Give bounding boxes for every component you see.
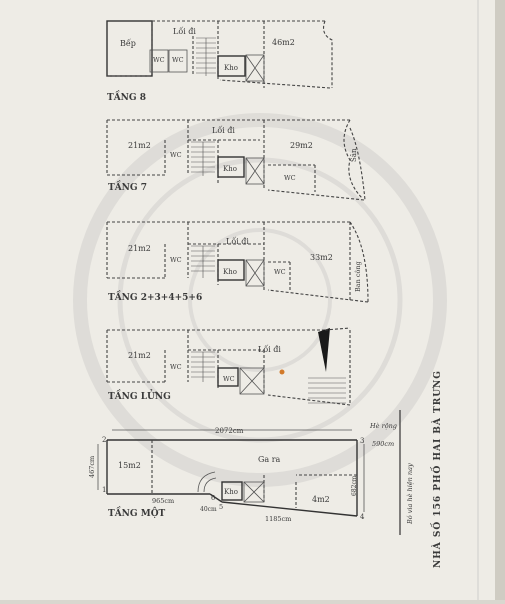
f2-wc1-label: WC <box>170 256 182 264</box>
f1-dim-bottom-left: 965cm <box>152 497 174 505</box>
f2-corridor-label: Lối đi <box>226 237 249 246</box>
f2-wc2-label: WC <box>274 268 286 276</box>
side-annotations: Bó via hè hiện nay NHÀ SỐ 156 PHỐ HAI BÀ… <box>399 370 443 568</box>
floor-2-6-plan: 21m2 Lối đi WC WC Kho 33m2 Ban công TẦNG… <box>106 221 369 303</box>
paper-sheet <box>0 0 495 600</box>
f1-area2-label: 4m2 <box>312 495 330 504</box>
mezzanine-plan: 21m2 Lối đi WC WC TẦNG LỬNG <box>106 327 351 406</box>
f8-title: TẦNG 8 <box>107 90 146 103</box>
f7-area2-label: 29m2 <box>290 141 313 150</box>
f1-garage-label: Ga ra <box>258 455 281 464</box>
f8-corridor-label: Lối đi <box>173 27 196 36</box>
f7-title: TẦNG 7 <box>108 180 147 193</box>
f1-point-2: 2 <box>102 436 106 444</box>
f1-width-label: Hè rộng <box>369 422 397 430</box>
fl-title: TẦNG LỬNG <box>108 389 171 402</box>
fl-wc2-label: WC <box>223 375 235 383</box>
f1-width-value: 590cm <box>372 440 394 448</box>
f8-wc1-label: WC <box>153 56 165 64</box>
f1-point-6: 6 <box>211 494 215 502</box>
fl-wc1-label: WC <box>170 363 182 371</box>
floor-7-plan: 21m2 Lối đi WC WC Kho 29m2 Sân TẦNG 7 <box>106 119 366 201</box>
floor-8-plan: Bếp Lối đi WC WC Kho 46m2 TẦNG 8 <box>106 20 333 103</box>
f7-wc2-label: WC <box>284 174 296 182</box>
f1-point-4: 4 <box>360 513 365 521</box>
f8-storage-label: Kho <box>224 64 238 72</box>
f8-wc2-label: WC <box>172 56 184 64</box>
f2-storage-label: Kho <box>223 268 237 276</box>
f1-point-3: 3 <box>360 437 364 445</box>
f1-area1-label: 15m2 <box>118 461 141 470</box>
sidewalk-label: Bó via hè hiện nay <box>406 463 414 525</box>
f1-dim-right: 682cm <box>351 475 358 496</box>
f7-storage-label: Kho <box>223 165 237 173</box>
f8-area-label: 46m2 <box>272 38 295 47</box>
spiral-stair <box>197 471 217 493</box>
f1-storage-label: Kho <box>224 488 238 496</box>
f2-area2-label: 33m2 <box>310 253 333 262</box>
f1-point-1: 1 <box>102 486 106 494</box>
fl-area1-label: 21m2 <box>128 351 151 360</box>
f7-wc1-label: WC <box>170 151 182 159</box>
f7-area1-label: 21m2 <box>128 141 151 150</box>
ground-floor-plan: 2072cm 467cm 965cm 40cm 1185cm 682cm 1 2… <box>88 422 397 523</box>
f2-area1-label: 21m2 <box>128 244 151 253</box>
fl-corridor-label: Lối đi <box>258 345 281 354</box>
f7-yard-label: Sân <box>350 148 358 162</box>
address-label: NHÀ SỐ 156 PHỐ HAI BÀ TRƯNG <box>430 370 443 568</box>
f7-corridor-label: Lối đi <box>212 126 235 135</box>
f1-point-5: 5 <box>219 503 223 511</box>
f2-title: TẦNG 2+3+4+5+6 <box>108 290 202 303</box>
f8-kitchen-label: Bếp <box>120 39 136 48</box>
page-edge <box>495 0 505 600</box>
f1-dim-left: 467cm <box>88 456 96 478</box>
mezzanine-void-fill <box>318 328 330 372</box>
f2-balcony-label: Ban công <box>354 261 362 292</box>
f1-dim-bottom-right: 1185cm <box>265 515 291 523</box>
f1-dim-top: 2072cm <box>215 427 244 435</box>
f1-title: TẦNG MỘT <box>108 506 166 519</box>
mezzanine-marker-dot <box>279 369 285 375</box>
f1-dim-small: 40cm <box>200 506 217 513</box>
